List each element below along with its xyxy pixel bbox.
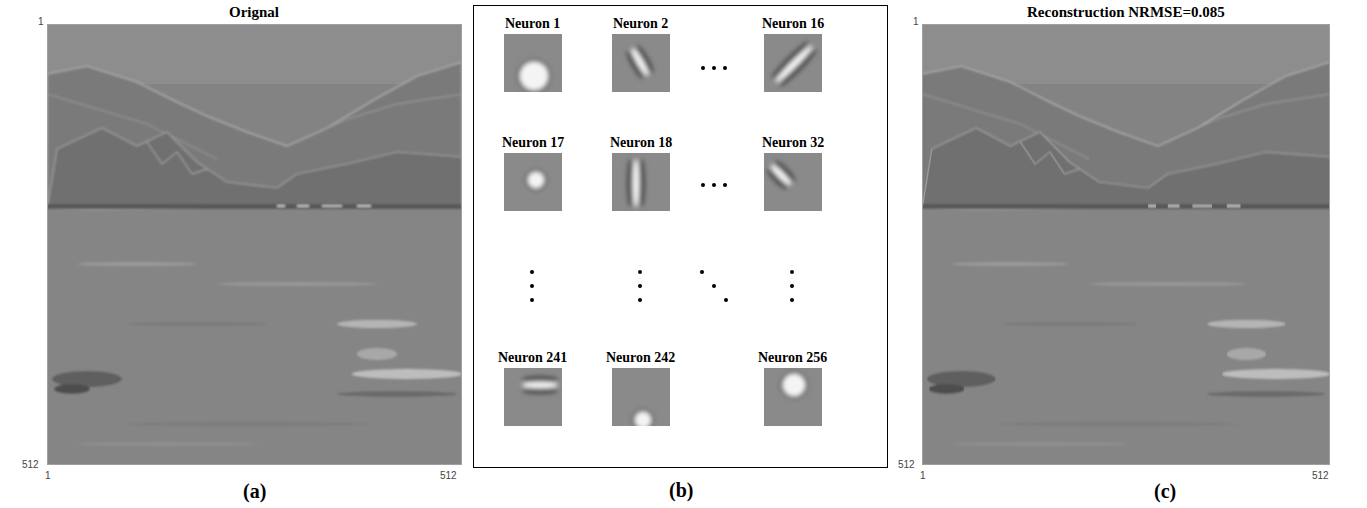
axis-tick: 1 (913, 16, 919, 27)
receptive-field-image (612, 34, 670, 92)
gabor-light (769, 163, 794, 188)
neuron-tile: Neuron 16 (764, 34, 822, 92)
receptive-field-image (504, 153, 562, 211)
tile-pattern (524, 168, 548, 192)
neuron-label: Neuron 2 (613, 16, 668, 32)
tile-ground (504, 368, 562, 426)
receptive-field-image (764, 153, 822, 211)
tile-pattern (779, 370, 809, 400)
gabor-light (773, 43, 815, 85)
blob-halo (524, 168, 548, 192)
gabor-light (522, 382, 558, 389)
tile-ground (764, 153, 822, 211)
neuron-tile: Neuron 18 (612, 153, 670, 211)
gabor-dark (639, 159, 646, 207)
panel-title: Orignal (229, 4, 279, 21)
blob-center (520, 62, 548, 90)
neuron-panel-box: (b)Neuron 1Neuron 2Neuron 16Neuron 17Neu… (473, 5, 888, 468)
blob-halo (631, 408, 655, 426)
gabor-group (627, 159, 646, 207)
gabor-light (633, 159, 640, 207)
tile-pattern (627, 159, 646, 207)
receptive-field-image (504, 368, 562, 426)
image-panel: Reconstruction NRMSE=0.085 (922, 24, 1330, 465)
tile-ground (612, 34, 670, 92)
axis-tick: 512 (1312, 470, 1329, 481)
receptive-field-image (764, 34, 822, 92)
tile-ground (764, 368, 822, 426)
gabor-group (624, 43, 656, 80)
axis-tick: 1 (45, 470, 51, 481)
axis-tick: 512 (898, 459, 915, 470)
axis-tick: 1 (38, 16, 44, 27)
axis-tick: 512 (440, 470, 457, 481)
blob-center (783, 374, 805, 396)
tile-pattern (624, 43, 656, 80)
blob-halo (779, 370, 809, 400)
gabor-dark (627, 159, 634, 207)
neuron-tile: Neuron 32 (764, 153, 822, 211)
neuron-label: Neuron 16 (762, 16, 824, 32)
gabor-light (629, 46, 651, 77)
reconstructed-image (922, 24, 1330, 465)
neuron-label: Neuron 242 (606, 350, 675, 366)
neuron-tile: Neuron 241 (504, 368, 562, 426)
gabor-group (764, 158, 797, 191)
neuron-label: Neuron 17 (502, 135, 564, 151)
panel-letter: (b) (669, 479, 693, 502)
gabor-group (769, 39, 819, 89)
receptive-field-image (504, 34, 562, 92)
tile-pattern (631, 408, 655, 426)
receptive-field-image (612, 153, 670, 211)
neuron-label: Neuron 256 (758, 350, 827, 366)
gabor-dark (522, 388, 558, 395)
tile-pattern (522, 376, 558, 395)
panel-letter: (a) (243, 480, 266, 503)
neuron-tile: Neuron 256 (764, 368, 822, 426)
neuron-label: Neuron 18 (610, 135, 672, 151)
tile-ground (612, 153, 670, 211)
tile-ground (764, 34, 822, 92)
receptive-field-image (764, 368, 822, 426)
gabor-dark (777, 47, 819, 89)
tile-ground (504, 34, 562, 92)
gabor-dark (522, 376, 558, 383)
neuron-tile: Neuron 242 (612, 368, 670, 426)
neuron-label: Neuron 1 (505, 16, 560, 32)
axis-tick: 512 (22, 459, 39, 470)
tile-pattern (769, 39, 819, 89)
neuron-tile: Neuron 2 (612, 34, 670, 92)
neuron-label: Neuron 32 (762, 135, 824, 151)
neuron-tile: Neuron 1 (504, 34, 562, 92)
panel-letter: (c) (1154, 480, 1176, 503)
neuron-label: Neuron 241 (498, 350, 567, 366)
blob-center (635, 412, 651, 426)
image-panel: Orignal (47, 24, 462, 465)
blob-halo (516, 58, 552, 92)
blob-center (528, 172, 544, 188)
tile-ground (504, 153, 562, 211)
tile-pattern (764, 158, 797, 191)
original-image (47, 24, 462, 465)
panel-title: Reconstruction NRMSE=0.085 (1027, 4, 1225, 21)
receptive-field-image (612, 368, 670, 426)
gabor-group (522, 376, 558, 395)
neuron-tile: Neuron 17 (504, 153, 562, 211)
axis-tick: 1 (920, 470, 926, 481)
tile-pattern (516, 58, 552, 92)
